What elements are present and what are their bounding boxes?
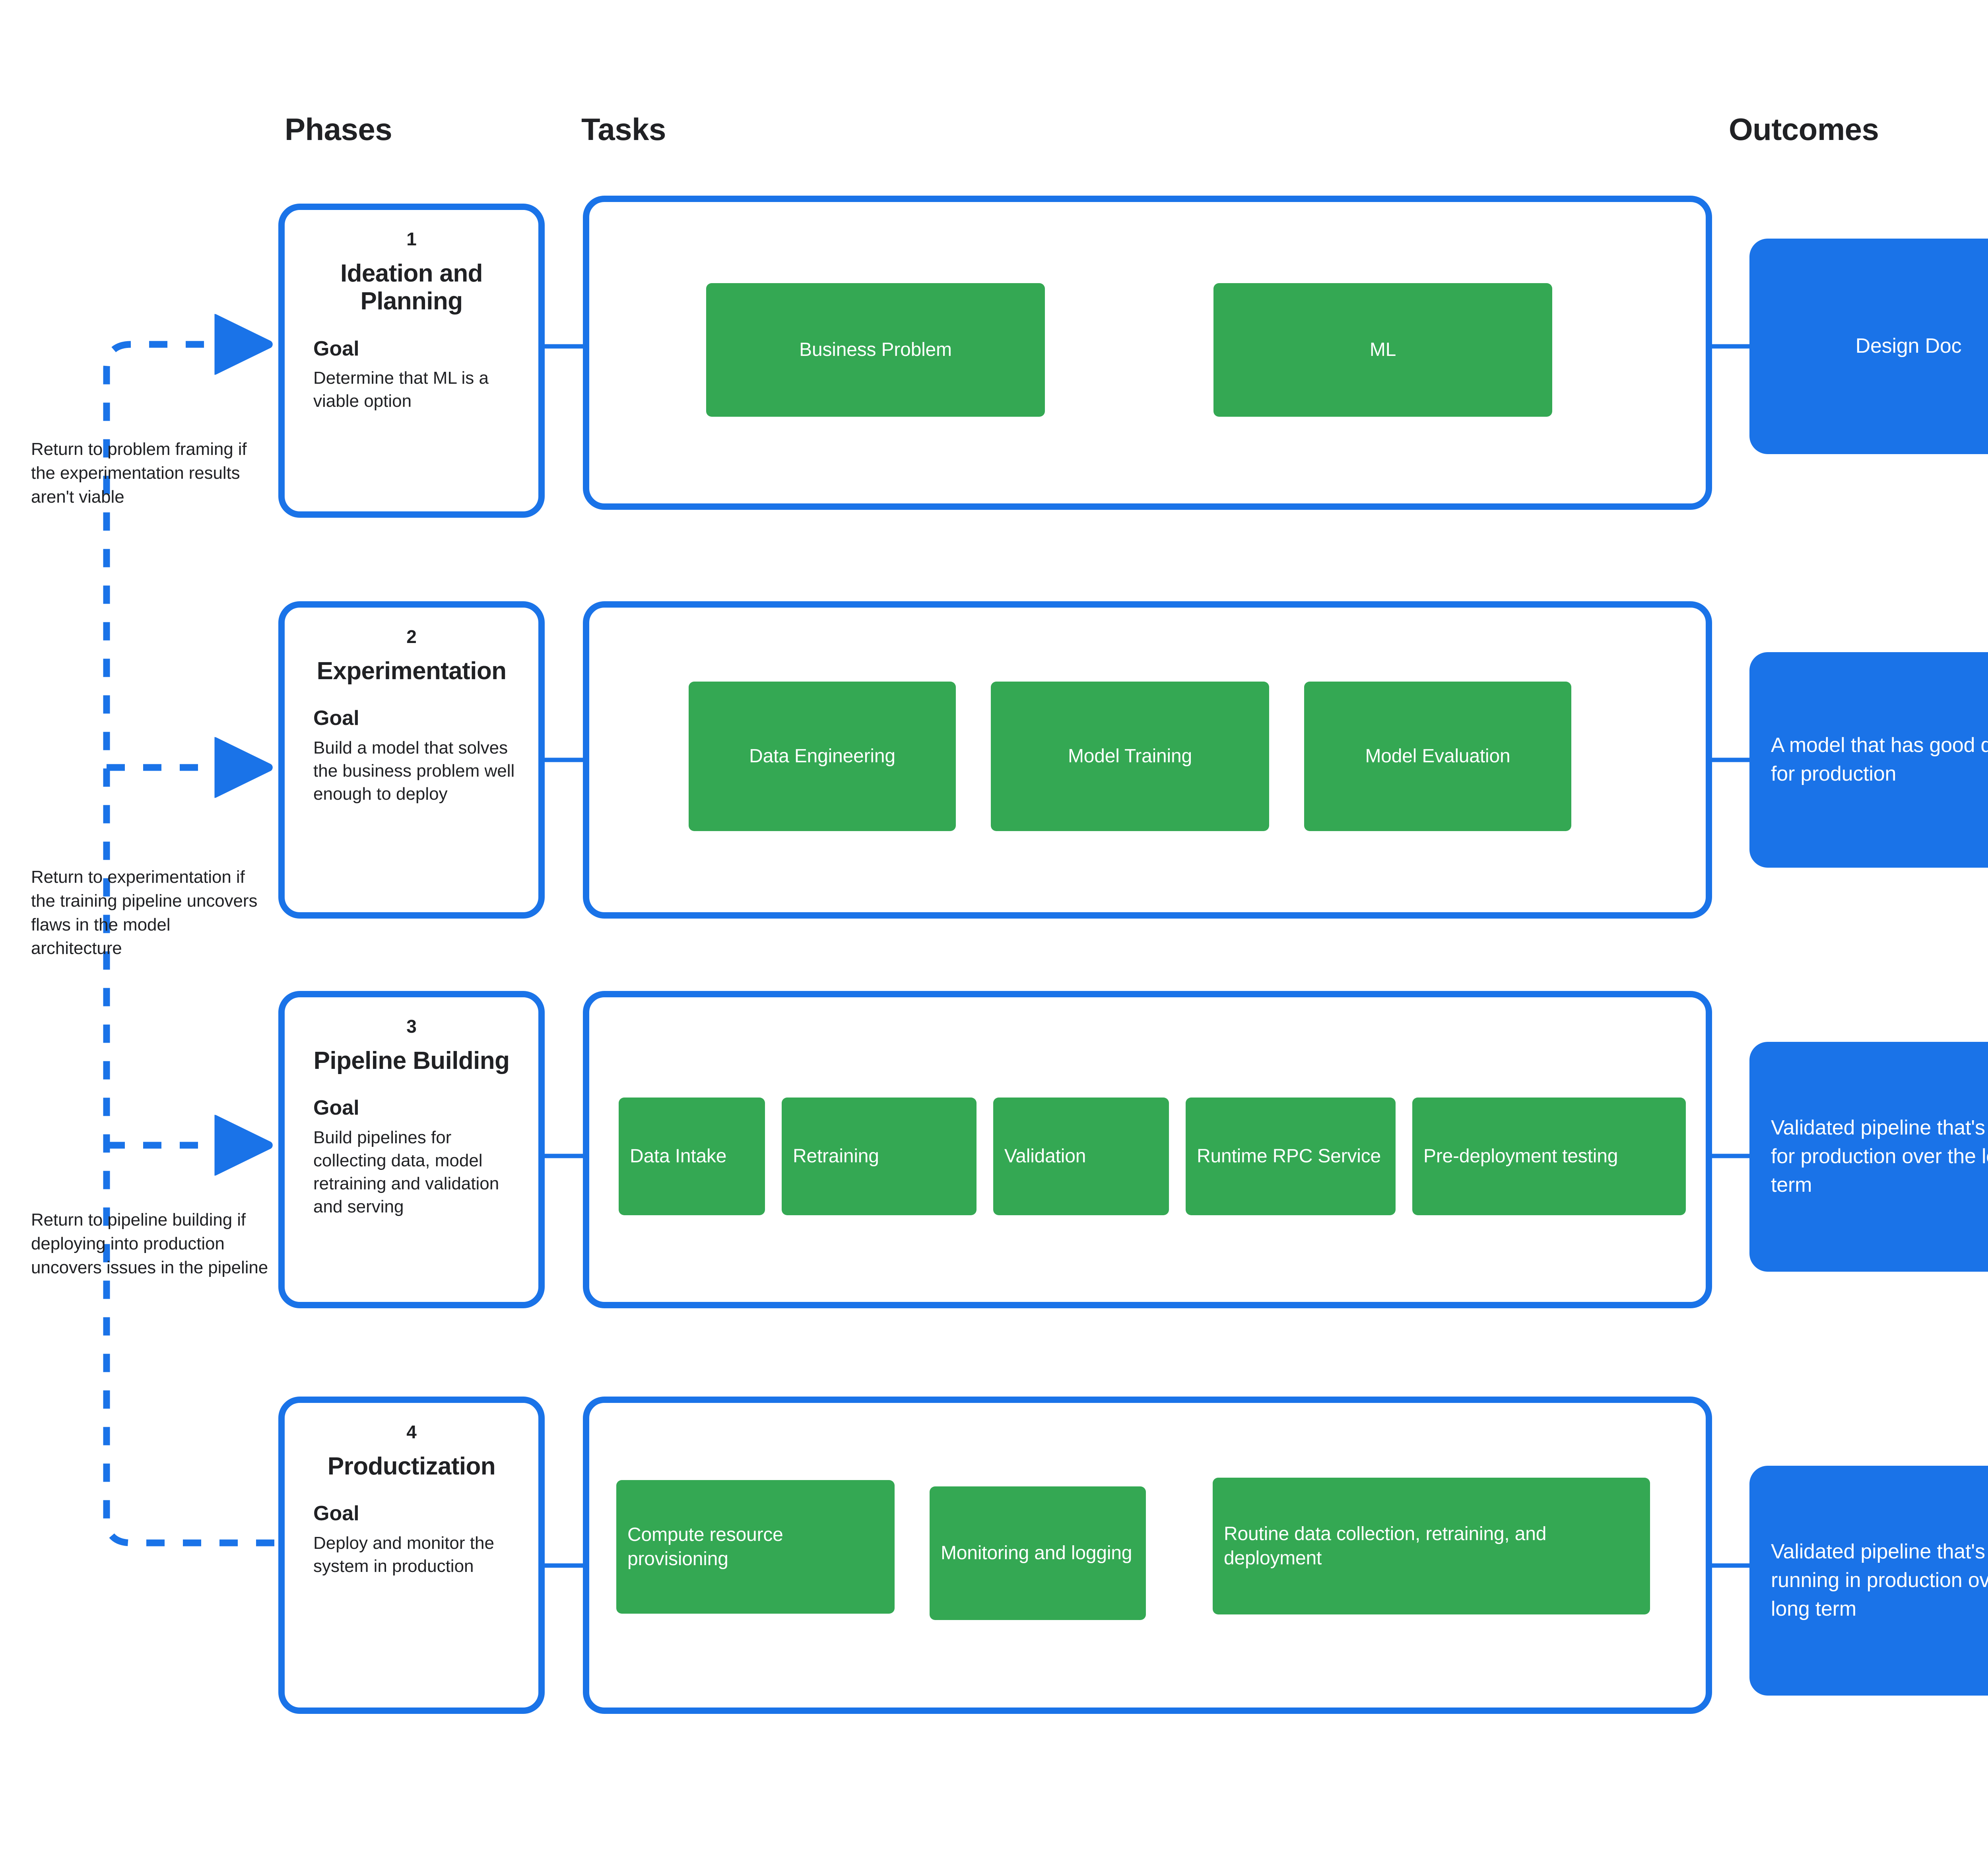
- phase-goal-2: Goal Build a model that solves the busin…: [305, 706, 518, 806]
- goal-label-1: Goal: [313, 337, 359, 360]
- task-box-model-training[interactable]: Model Training: [991, 682, 1269, 831]
- task-box-monitoring-and-logging[interactable]: Monitoring and logging: [930, 1486, 1146, 1620]
- note-experimentation: Return to experimentation if the trainin…: [31, 867, 258, 958]
- phase-card-3[interactable]: 3 Pipeline Building Goal Build pipelines…: [278, 991, 545, 1308]
- phase-number-2: 2: [406, 626, 417, 647]
- task-box-retraining[interactable]: Retraining: [782, 1098, 977, 1215]
- task-box-model-evaluation[interactable]: Model Evaluation: [1304, 682, 1571, 831]
- goal-label-3: Goal: [313, 1096, 359, 1120]
- phase-title-4: Productization: [327, 1452, 496, 1480]
- column-header-phases: Phases: [285, 112, 392, 147]
- phase-number-3: 3: [406, 1016, 417, 1037]
- tasks-to-outcome-connectors: [1712, 344, 1749, 1568]
- goal-text-2: Build a model that solves the business p…: [313, 738, 515, 804]
- goal-text-3: Build pipelines for collecting data, mod…: [313, 1127, 499, 1216]
- goal-label-2: Goal: [313, 707, 359, 730]
- phase-title-1: Ideation and Planning: [340, 259, 483, 315]
- phase-to-tasks-connectors: [545, 344, 583, 1568]
- outcome-box-4[interactable]: Validated pipeline that's running in pro…: [1749, 1466, 1988, 1696]
- phase-card-1[interactable]: 1 Ideation and Planning Goal Determine t…: [278, 204, 545, 518]
- outcome-box-3[interactable]: Validated pipeline that's ready for prod…: [1749, 1042, 1988, 1272]
- column-header-outcomes: Outcomes: [1729, 112, 1879, 147]
- note-pipeline-building: Return to pipeline building if deploying…: [31, 1210, 268, 1277]
- phase-goal-3: Goal Build pipelines for collecting data…: [305, 1096, 518, 1218]
- task-box-data-intake[interactable]: Data Intake: [619, 1098, 765, 1215]
- goal-label-4: Goal: [313, 1502, 359, 1525]
- phase-card-2[interactable]: 2 Experimentation Goal Build a model tha…: [278, 601, 545, 919]
- phase-goal-1: Goal Determine that ML is a viable optio…: [305, 336, 518, 413]
- outcome-box-1[interactable]: Design Doc: [1749, 239, 1988, 454]
- task-box-validation[interactable]: Validation: [993, 1098, 1169, 1215]
- task-box-compute-resource-provisioning[interactable]: Compute resource provisioning: [616, 1480, 895, 1614]
- phase-goal-4: Goal Deploy and monitor the system in pr…: [305, 1501, 518, 1578]
- phase-title-2: Experimentation: [316, 657, 507, 685]
- task-box-runtime-rpc-service[interactable]: Runtime RPC Service: [1186, 1098, 1396, 1215]
- outcome-box-2[interactable]: A model that has good quality for produc…: [1749, 652, 1988, 868]
- task-box-pre-deployment-testing[interactable]: Pre-deployment testing: [1412, 1098, 1686, 1215]
- task-box-ml[interactable]: ML: [1213, 283, 1552, 417]
- phase-card-4[interactable]: 4 Productization Goal Deploy and monitor…: [278, 1397, 545, 1714]
- task-box-business-problem[interactable]: Business Problem: [706, 283, 1045, 417]
- phase-number-4: 4: [406, 1422, 417, 1442]
- task-link-connectors: [765, 347, 1412, 1565]
- task-box-data-engineering[interactable]: Data Engineering: [689, 682, 956, 831]
- goal-text-1: Determine that ML is a viable option: [313, 368, 489, 411]
- phase-title-3: Pipeline Building: [313, 1047, 510, 1074]
- task-box-routine-data-collection[interactable]: Routine data collection, retraining, and…: [1213, 1478, 1650, 1614]
- goal-text-4: Deploy and monitor the system in product…: [313, 1533, 494, 1576]
- column-header-tasks: Tasks: [581, 112, 666, 147]
- note-problem-framing: Return to problem framing if the experim…: [31, 439, 247, 507]
- phase-number-1: 1: [406, 229, 417, 249]
